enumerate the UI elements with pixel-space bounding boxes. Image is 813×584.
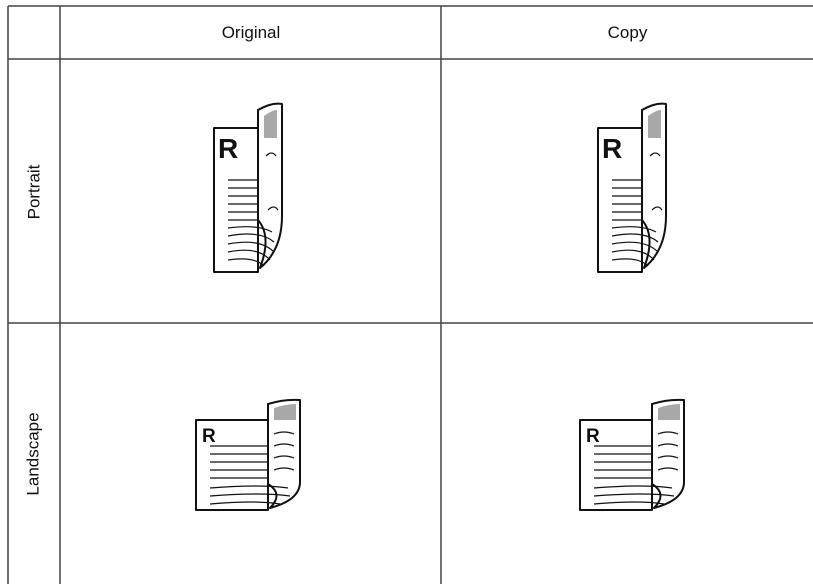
landscape-copy-page-letter: R: [586, 426, 600, 447]
portrait-copy-booklet-icon: R: [597, 102, 667, 273]
row-header-portrait: Portrait: [8, 60, 60, 323]
portrait-copy-page-letter: R: [602, 133, 622, 164]
column-header-original: Original: [61, 7, 441, 58]
landscape-original-booklet-icon: R: [195, 398, 301, 511]
portrait-original-page-letter: R: [218, 133, 238, 164]
row-header-portrait-label: Portrait: [24, 164, 44, 219]
column-header-copy: Copy: [442, 7, 813, 58]
row-header-landscape-label: Landscape: [24, 412, 43, 496]
portrait-original-booklet-icon: R: [213, 102, 283, 273]
row-header-landscape: Landscape: [8, 324, 60, 584]
column-header-original-label: Original: [221, 22, 281, 42]
landscape-original-page-letter: R: [202, 426, 216, 447]
landscape-copy-booklet-icon: R: [579, 398, 685, 511]
column-header-copy-label: Copy: [607, 22, 648, 42]
